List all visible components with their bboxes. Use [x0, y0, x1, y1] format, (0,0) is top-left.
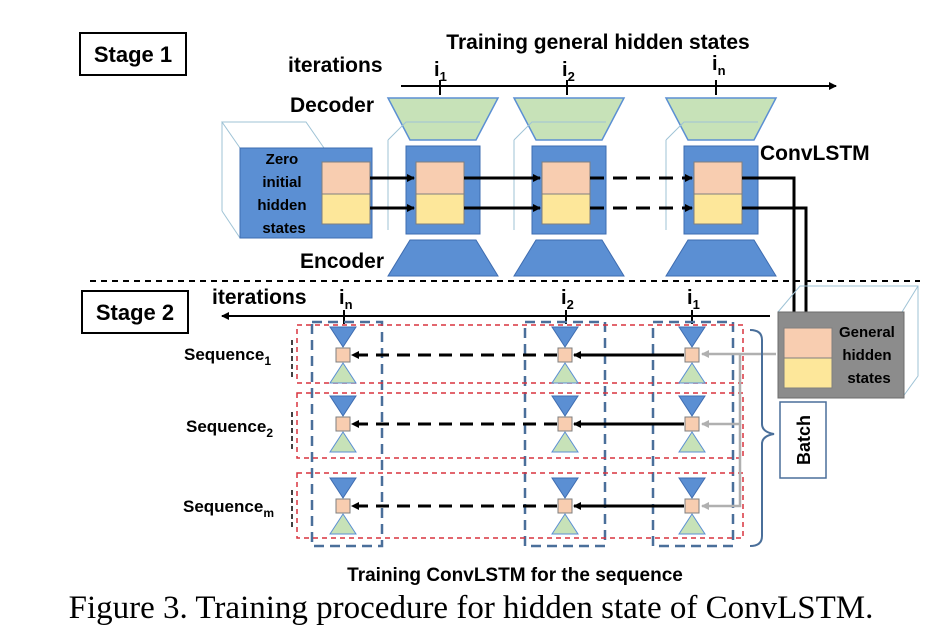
- general-state-cell-peach: [783, 327, 833, 359]
- stage1-tick-label-1: i1: [434, 59, 447, 84]
- hourglass-unit-row-m-col-2: [551, 477, 579, 535]
- stage2-row-arrows: [351, 351, 684, 510]
- hourglass-unit-row-2-col-n: [329, 395, 357, 453]
- mini-decoder: [678, 362, 706, 384]
- hourglass-unit-row-m-col-n: [329, 477, 357, 535]
- sequence-label-1: Sequence1: [184, 345, 271, 368]
- mini-encoder: [329, 395, 357, 417]
- decoder-block-1: [386, 97, 500, 141]
- convlstm-label: ConvLSTM: [760, 142, 870, 165]
- mini-state-cell: [557, 416, 573, 432]
- mini-encoder: [329, 477, 357, 499]
- mini-decoder: [551, 362, 579, 384]
- convlstm-unit-2: [512, 97, 626, 277]
- stage1-tick-label-n: in: [712, 53, 726, 78]
- mini-encoder: [551, 477, 579, 499]
- hourglass-unit-row-1-col-n: [329, 326, 357, 384]
- general-state-feed-lines: [701, 350, 776, 510]
- mini-state-cell: [557, 347, 573, 363]
- convlstm-unit-n: [664, 97, 778, 277]
- iteration-column-1: [651, 320, 735, 548]
- mini-encoder: [678, 326, 706, 348]
- sequence-label-2: Sequence2: [186, 417, 273, 440]
- sequence-row-2: [296, 392, 744, 459]
- mini-state-cell: [684, 416, 700, 432]
- stage1-label: Stage 1: [94, 42, 172, 67]
- mini-encoder: [551, 326, 579, 348]
- general-state-cell-yellow: [783, 357, 833, 389]
- mini-state-cell: [335, 498, 351, 514]
- hourglass-unit-row-1-col-2: [551, 326, 579, 384]
- mini-state-cell: [335, 347, 351, 363]
- mini-encoder: [678, 395, 706, 417]
- convlstm-unit-1: [386, 97, 500, 277]
- encoder-label: Encoder: [300, 250, 384, 273]
- zero-state-cell-peach: [321, 161, 371, 195]
- mini-decoder: [551, 431, 579, 453]
- stage2-tick-label-1: i1: [687, 287, 700, 312]
- general-state-text: General hidden states: [839, 324, 899, 387]
- stage2-tick-label-2: i2: [561, 287, 574, 312]
- mini-decoder: [329, 431, 357, 453]
- mini-state-cell: [684, 498, 700, 514]
- figure-caption: Figure 3. Training procedure for hidden …: [68, 590, 874, 626]
- zero-initial-hidden-states-box: Zero initial hidden states: [221, 121, 373, 239]
- stage2-iterations-label: iterations: [212, 286, 307, 309]
- stage2-label: Stage 2: [96, 300, 174, 325]
- stage1-iterations-label: iterations: [288, 54, 383, 77]
- batch-box: [779, 401, 827, 479]
- stage2-hourglass-units: [329, 326, 706, 535]
- mini-decoder: [329, 513, 357, 535]
- iteration-column-2: [523, 320, 607, 548]
- hourglass-unit-row-1-col-1: [678, 326, 706, 384]
- mini-state-cell: [684, 347, 700, 363]
- zero-state-cell-yellow: [321, 193, 371, 225]
- hourglass-unit-row-2-col-1: [678, 395, 706, 453]
- stage1-state-arrows: [370, 174, 810, 331]
- zero-state-text: Zero initial hidden states: [257, 151, 310, 237]
- decoder-block-2: [512, 97, 626, 141]
- stage1-label-box: [79, 32, 187, 76]
- general-hidden-states-box: General hidden states: [777, 285, 919, 399]
- hourglass-unit-row-2-col-2: [551, 395, 579, 453]
- mini-decoder: [329, 362, 357, 384]
- encoder-block-2: [513, 239, 625, 277]
- sequence-row-m: [296, 472, 744, 539]
- iteration-column-n: [310, 320, 384, 548]
- sequence-label-m: Sequencem: [183, 497, 274, 520]
- stage2-tick-label-n: in: [339, 287, 353, 312]
- stage2-bottom-title: Training ConvLSTM for the sequence: [347, 565, 683, 586]
- hourglass-unit-row-m-col-1: [678, 477, 706, 535]
- mini-state-cell: [335, 416, 351, 432]
- decoder-block-n: [664, 97, 778, 141]
- stage1-title: Training general hidden states: [446, 31, 749, 54]
- stage1-tick-label-2: i2: [562, 59, 575, 84]
- encoder-block-n: [665, 239, 777, 277]
- mini-encoder: [551, 395, 579, 417]
- mini-decoder: [551, 513, 579, 535]
- mini-encoder: [678, 477, 706, 499]
- mini-encoder: [329, 326, 357, 348]
- mini-state-cell: [557, 498, 573, 514]
- batch-bracket: [749, 329, 775, 547]
- encoder-block-1: [387, 239, 499, 277]
- batch-label: Batch: [794, 415, 814, 465]
- mini-decoder: [678, 431, 706, 453]
- stage2-label-box: [81, 290, 189, 334]
- decoder-label: Decoder: [290, 94, 374, 117]
- mini-decoder: [678, 513, 706, 535]
